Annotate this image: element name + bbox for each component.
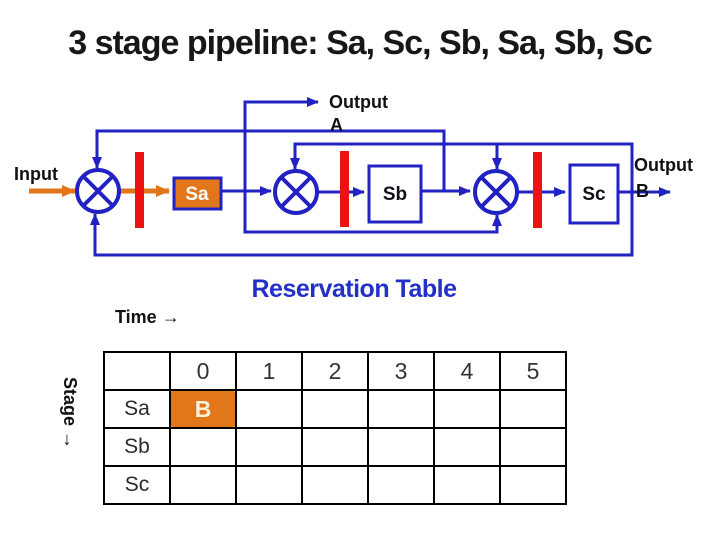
stage-sc-label: Sc [582, 184, 606, 205]
output-a-letter: A [330, 115, 343, 135]
cell-sc-0 [169, 465, 237, 505]
table-header-row: 0 1 2 3 4 5 [103, 351, 567, 391]
cell-sb-3 [367, 427, 435, 467]
latch-1 [135, 152, 144, 228]
pipeline-diagram: Sa Sb Sc Input Output A Output B [14, 92, 693, 257]
reservation-table-heading: Reservation Table [251, 275, 457, 303]
stage-box-sa: Sa [172, 176, 223, 211]
cell-sa-2 [301, 389, 369, 429]
cell-sc-5 [499, 465, 567, 505]
stage-sa-label: Sa [185, 184, 209, 205]
mux-1 [75, 168, 121, 214]
feedback-sb-to-mux1-line [92, 129, 446, 191]
output-a-arrow [243, 97, 319, 191]
latch-2 [340, 151, 349, 227]
time-header-2: 2 [301, 351, 369, 391]
feedback-sa-to-mux3-line [243, 191, 502, 234]
feedback-sc-to-mux1-line [90, 192, 634, 257]
table-corner-cell [103, 351, 171, 391]
output-b-letter: B [636, 181, 649, 201]
feedback-sc-to-mux2-line [290, 142, 634, 192]
cell-sa-0: B [169, 389, 237, 429]
cell-sa-5 [499, 389, 567, 429]
time-axis-label: Time → [115, 307, 180, 327]
cell-sb-1 [235, 427, 303, 467]
table-row-sb: Sb [103, 427, 567, 467]
time-header-3: 3 [367, 351, 435, 391]
row-label-sb: Sb [103, 427, 171, 467]
mux-3 [473, 169, 519, 215]
cell-sc-3 [367, 465, 435, 505]
cell-sc-1 [235, 465, 303, 505]
latch-3 [533, 152, 542, 228]
stage-box-sc: Sc [568, 163, 620, 225]
reservation-table: 0 1 2 3 4 5 Sa B Sb Sc [103, 351, 567, 505]
stage-box-sb: Sb [367, 164, 423, 224]
table-row-sa: Sa B [103, 389, 567, 429]
slide-title: 3 stage pipeline: Sa, Sc, Sb, Sa, Sb, Sc [68, 24, 653, 62]
time-header-5: 5 [499, 351, 567, 391]
stage-sb-label: Sb [383, 184, 407, 205]
table-row-sc: Sc [103, 465, 567, 505]
cell-sb-0 [169, 427, 237, 467]
cell-sa-4 [433, 389, 501, 429]
row-label-sa: Sa [103, 389, 171, 429]
time-header-4: 4 [433, 351, 501, 391]
row-label-sc: Sc [103, 465, 171, 505]
cell-sc-4 [433, 465, 501, 505]
time-header-1: 1 [235, 351, 303, 391]
time-header-0: 0 [169, 351, 237, 391]
cell-sa-1 [235, 389, 303, 429]
cell-sc-2 [301, 465, 369, 505]
input-label: Input [14, 164, 58, 184]
output-a-label: Output [329, 92, 388, 112]
stage-axis-label: Stage → [60, 377, 80, 450]
cell-sa-3 [367, 389, 435, 429]
cell-sb-2 [301, 427, 369, 467]
cell-sb-5 [499, 427, 567, 467]
output-b-label: Output [634, 155, 693, 175]
cell-sb-4 [433, 427, 501, 467]
mux-2 [273, 169, 319, 215]
